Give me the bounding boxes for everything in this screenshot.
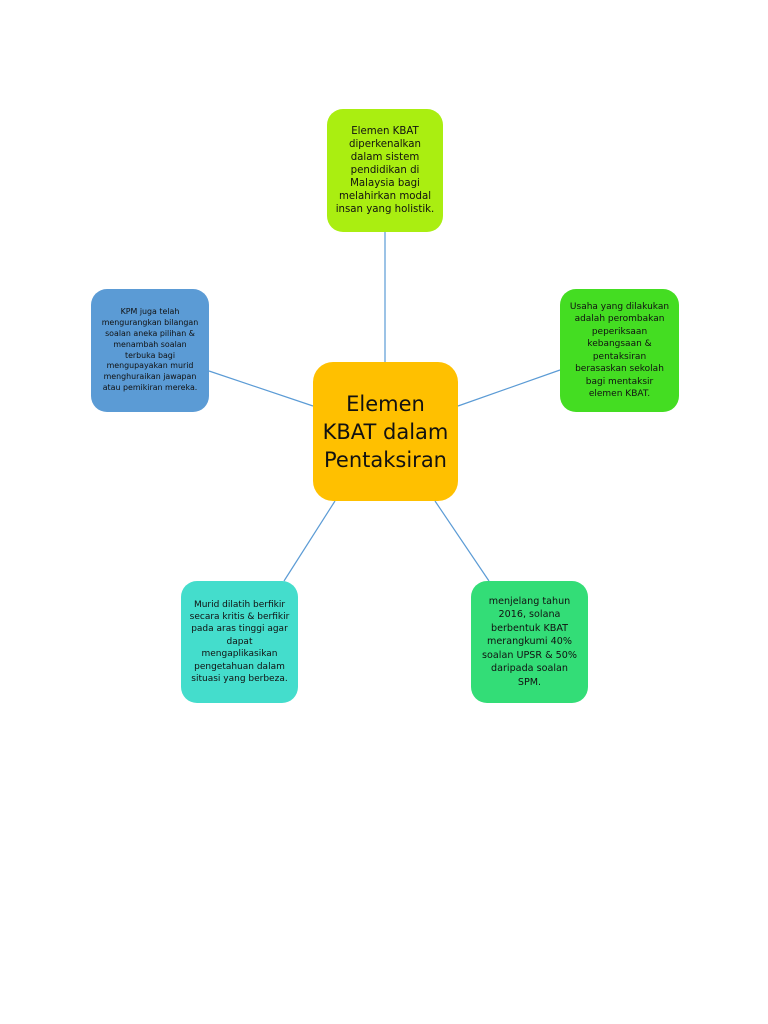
center-node: Elemen KBAT dalam Pentaksiran [313,362,458,501]
bottom-right-node-text: menjelang tahun 2016, solana berbentuk K… [482,595,577,688]
right-node: Usaha yang dilakukan adalah perombakan p… [560,289,679,412]
right-node-text: Usaha yang dilakukan adalah perombakan p… [569,301,670,400]
center-node-text: Elemen KBAT dalam Pentaksiran [322,391,449,472]
bottom-left-node-text: Murid dilatih berfikir secara kritis & b… [189,599,290,685]
left-node: KPM juga telah mengurangkan bilangan soa… [91,289,209,412]
top-node-text: Elemen KBAT diperkenalkan dalam sistem p… [335,126,435,215]
connector-right [457,369,561,407]
connector-left [208,370,314,407]
top-node: Elemen KBAT diperkenalkan dalam sistem p… [327,109,443,232]
connector-bottom-right [434,500,490,582]
connector-bottom-left [283,500,336,582]
left-node-text: KPM juga telah mengurangkan bilangan soa… [101,306,199,393]
bottom-right-node: menjelang tahun 2016, solana berbentuk K… [471,581,588,703]
bottom-left-node: Murid dilatih berfikir secara kritis & b… [181,581,298,703]
